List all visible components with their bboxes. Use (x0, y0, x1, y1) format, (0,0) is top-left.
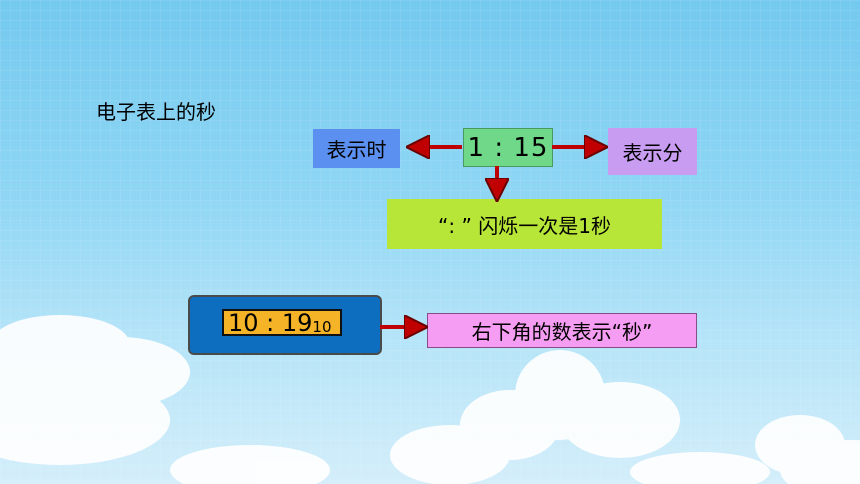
minutes-label-box: 表示分 (608, 128, 697, 175)
page-title: 电子表上的秒 (96, 100, 216, 124)
colon-note-box: “: ” 闪烁一次是1秒 (387, 199, 662, 249)
clock-display: 1 : 15 (463, 128, 553, 167)
digital-clock-time: 10 : 19 (228, 308, 313, 337)
seconds-note-box: 右下角的数表示“秒” (427, 313, 697, 348)
digital-clock-seconds: 10 (312, 317, 332, 336)
hours-label-box: 表示时 (313, 129, 400, 168)
